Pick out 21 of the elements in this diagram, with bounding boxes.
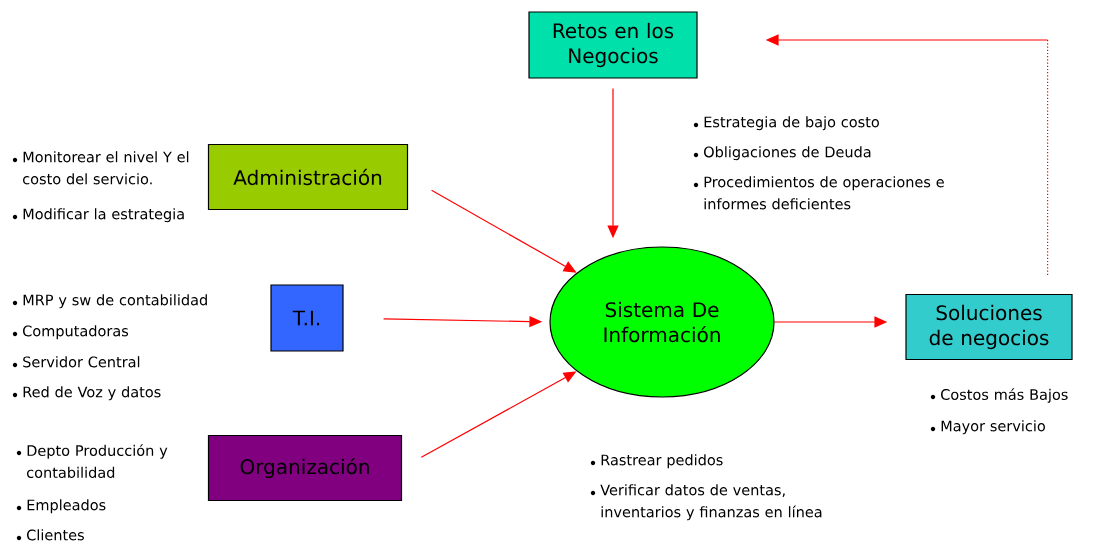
process-box: Soluciones de negocios [905,293,1073,361]
process-box: Retos en los Negocios [528,11,698,79]
bullet-item: Verificar datos de ventas, inventarios y finanzas en línea [590,484,822,521]
bullet-item: Estrategia de bajo costo [693,116,879,131]
process-box: Organización [207,434,403,502]
bullet-item: Obligaciones de Deuda [693,146,871,161]
bullet-item: Computadoras [12,325,129,340]
bullet-item: Procedimientos de operaciones e informes deficientes [693,176,944,210]
bullet-item: Depto Producción y contabilidad [16,444,168,478]
process-box: T.I. [270,284,344,352]
bullet-item: Monitorear el nivel Y el costo del servicio. [12,151,189,185]
bullet-item: Servidor Central [12,356,140,368]
bullet-item: MRP y sw de contabilidad [12,294,207,309]
bullet-item: Red de Voz y datos [12,386,161,401]
bullet-item: Rastrear pedidos [590,454,723,469]
bullet-item: Mayor servicio [930,420,1045,435]
bullet-item: Modificar la estrategia [12,208,184,223]
bullet-item: Empleados [16,499,106,514]
bullet-item: Clientes [16,529,84,541]
process-box: Administración [207,143,409,211]
bullet-item: Costos más Bajos [930,388,1068,403]
